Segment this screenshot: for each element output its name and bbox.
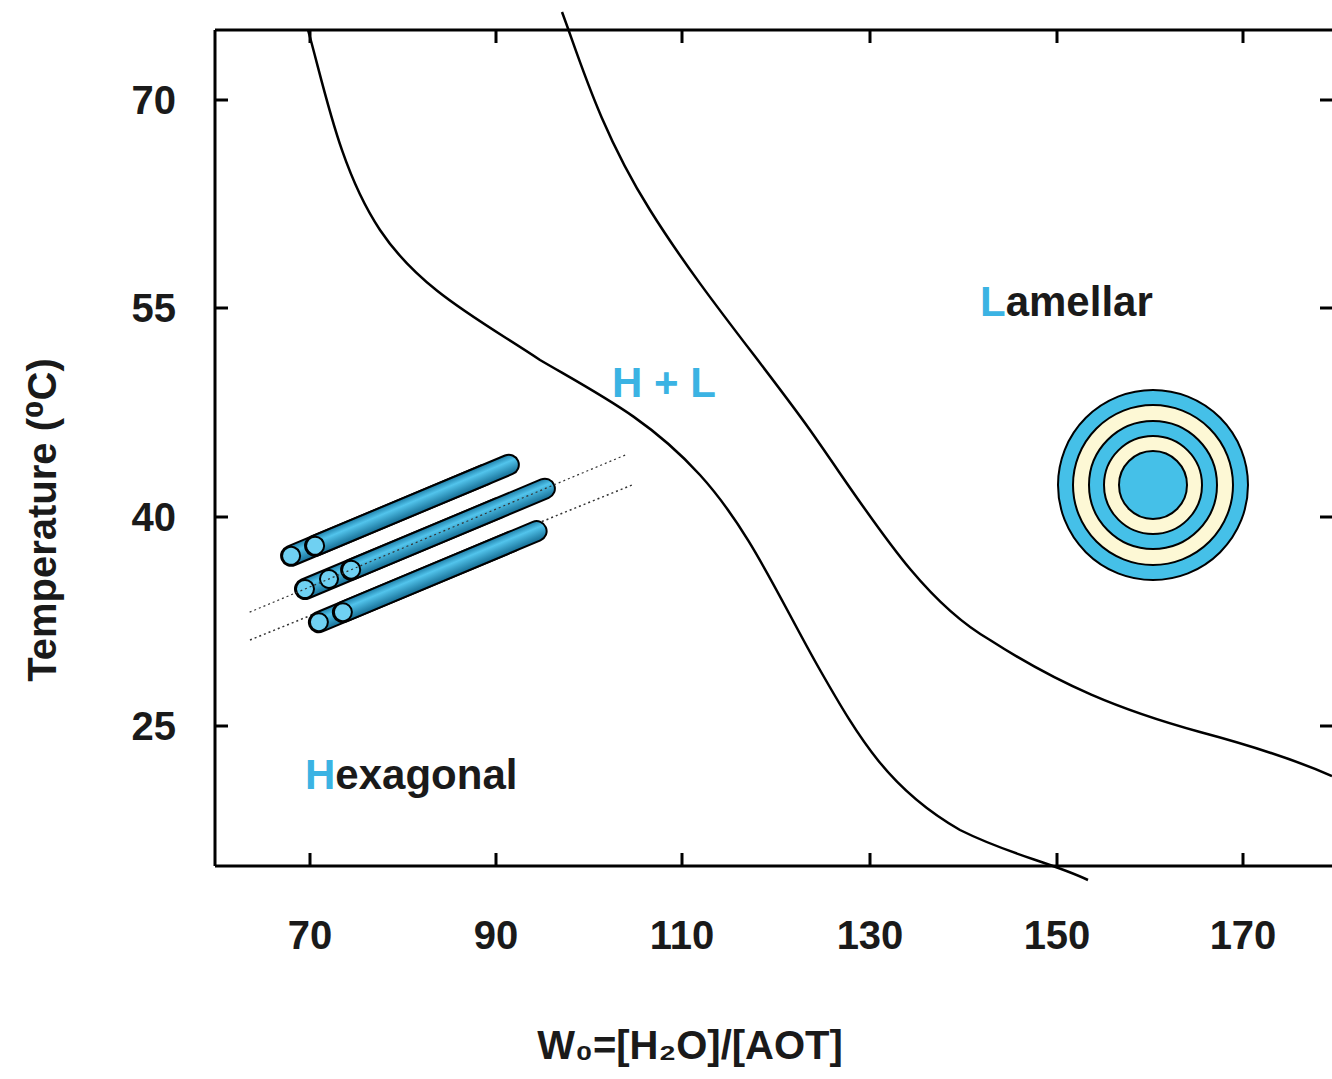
region-label: Hexagonal bbox=[305, 754, 517, 796]
x-tick-label: 90 bbox=[474, 915, 519, 955]
y-tick-label: 40 bbox=[132, 497, 177, 537]
phase-boundary bbox=[308, 30, 1088, 880]
y-axis-title: Temperature (⁰C) bbox=[22, 358, 62, 682]
x-tick-label: 170 bbox=[1210, 915, 1277, 955]
x-tick-label: 150 bbox=[1024, 915, 1091, 955]
x-tick-label: 70 bbox=[288, 915, 333, 955]
region-label: Lamellar bbox=[980, 281, 1153, 323]
x-tick-label: 130 bbox=[837, 915, 904, 955]
region-label: H + L bbox=[612, 362, 716, 404]
y-tick-label: 55 bbox=[132, 288, 177, 328]
axis-ticks bbox=[215, 30, 1332, 866]
y-tick-label: 70 bbox=[132, 80, 177, 120]
hexagonal-rods bbox=[232, 411, 646, 654]
y-tick-label: 25 bbox=[132, 706, 177, 746]
x-axis-title: W₀=[H₂O]/[AOT] bbox=[537, 1025, 843, 1065]
plot-frame bbox=[215, 30, 1332, 866]
x-tick-label: 110 bbox=[650, 915, 715, 955]
lamellar-vesicle bbox=[1058, 390, 1248, 580]
phase-boundary bbox=[562, 12, 1332, 776]
